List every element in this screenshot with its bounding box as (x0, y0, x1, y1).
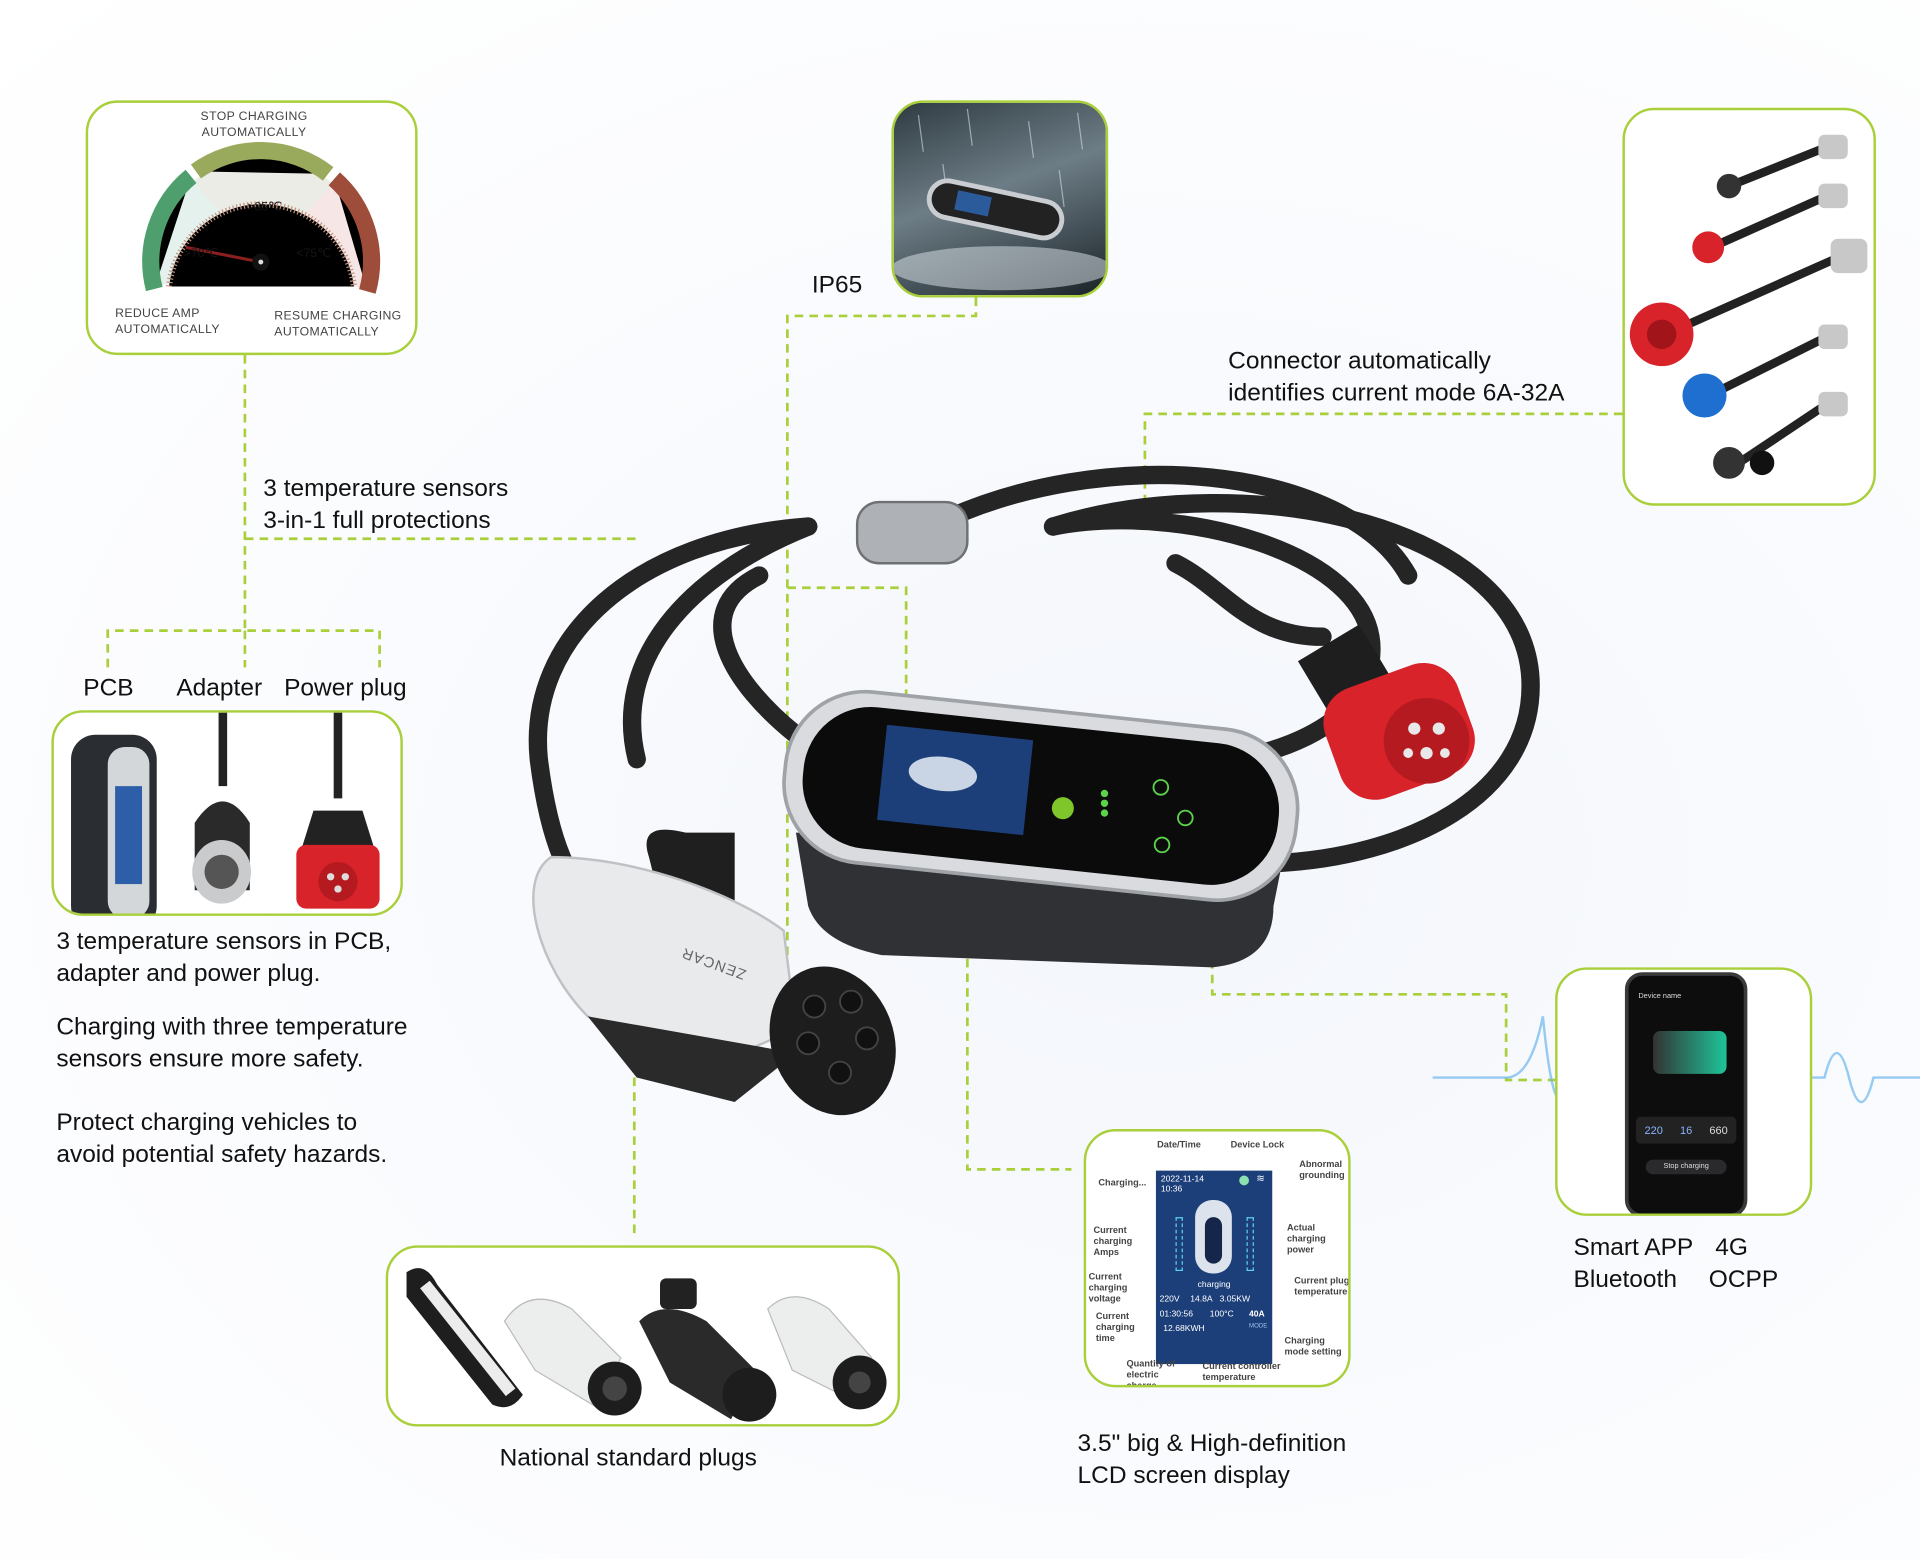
callout-charging-power: Actual charging power (1286, 1222, 1326, 1256)
lcd-power: 3.05KW (1219, 1295, 1251, 1305)
stat-voltage: 220 (1644, 1124, 1663, 1137)
cable (528, 465, 1540, 891)
label-power-plug: Power plug (284, 674, 407, 702)
callout-charging-voltage: Current charging voltage (1088, 1271, 1128, 1305)
car-image (1653, 1031, 1727, 1074)
type2-ev-connector-icon (532, 829, 896, 1116)
gauge-zone-right: <75℃ (296, 247, 331, 261)
lcd-screen: 2022-11-14 10:36 ≋ charging 220V 14.8A 3… (1155, 1170, 1273, 1365)
ip65-rain-image (891, 100, 1109, 298)
label-pcb: PCB (83, 674, 134, 702)
lcd-energy: 12.68KWH (1163, 1324, 1205, 1334)
sensors-text: 3 temperature sensors 3-in-1 full protec… (263, 473, 508, 537)
gauge-top-label-line: AUTOMATICALLY (201, 126, 307, 140)
gauge-left-label-line: REDUCE AMP (115, 307, 200, 321)
description-line: avoid potential safety hazards. (56, 1141, 388, 1169)
callout-charging-amps: Current charging Amps (1093, 1224, 1133, 1258)
stat-current: 16 (1679, 1124, 1693, 1137)
standard-plugs-icon (406, 1268, 887, 1422)
description-line: adapter and power plug. (56, 960, 321, 987)
lcd-amps: 14.8A (1190, 1295, 1213, 1305)
gauge-zone-top: >85℃ (247, 200, 282, 215)
description-line: 3 temperature sensors in PCB, (56, 928, 392, 956)
app-screen-title: Device name (1638, 993, 1682, 1001)
callout-charging: Charging... (1098, 1176, 1147, 1188)
caption-smart-app: Smart APP (1573, 1234, 1694, 1262)
sensor-parts-icon (71, 712, 380, 914)
label-adapter: Adapter (176, 674, 263, 702)
callout-date-time: Date/Time (1157, 1138, 1201, 1150)
callout-device-lock: Device Lock (1230, 1138, 1285, 1150)
description-p2: Charging with three temperature sensors … (56, 1011, 407, 1075)
callout-plug-temperature: Current plug temperature (1294, 1274, 1350, 1297)
connector-graphic (1195, 1200, 1232, 1274)
lcd-date: 2022-11-14 (1160, 1175, 1205, 1185)
wifi-grounding-icon: ≋ (1256, 1173, 1265, 1185)
lcd-time: 10:36 (1160, 1185, 1183, 1194)
lcd-elapsed: 01:30:56 (1159, 1310, 1193, 1319)
connector-adapters-panel (1622, 107, 1876, 506)
gauge-top-label: STOP CHARGING AUTOMATICALLY (88, 109, 415, 141)
callout-mode-setting: Charging mode setting (1284, 1334, 1342, 1357)
connector-text-line: identifies current mode 6A-32A (1228, 379, 1565, 407)
callout-controller-temperature: Current controller temperature (1202, 1360, 1281, 1383)
gauge-left-label: REDUCE AMP AUTOMATICALLY (115, 306, 220, 338)
amps-bar (1175, 1217, 1183, 1272)
rain-drops-icon (893, 108, 1106, 291)
gauge-right-label-line: RESUME CHARGING (274, 309, 402, 324)
lcd-mode-label: MODE (1248, 1322, 1268, 1330)
smart-app-panel: Device name 220 16 660 Stop charging (1555, 967, 1813, 1216)
gauge-dial-icon (142, 142, 381, 294)
control-box (782, 689, 1300, 968)
stop-charging-button[interactable]: Stop charging (1645, 1159, 1727, 1175)
temperature-gauge-panel: STOP CHARGING AUTOMATICALLY >85℃ >70℃ <7… (85, 100, 418, 356)
description-line: Charging with three temperature (56, 1013, 408, 1041)
app-stats: 220 16 660 (1635, 1116, 1737, 1144)
sensors-text-line: 3 temperature sensors (263, 475, 509, 503)
gauge-right-label-line: AUTOMATICALLY (274, 325, 380, 340)
power-bar (1246, 1217, 1254, 1272)
lcd-caption-line: 3.5" big & High-definition (1077, 1430, 1347, 1458)
callout-abnormal-grounding: Abnormal grounding (1299, 1158, 1345, 1181)
lcd-mode-value: 40A (1248, 1310, 1265, 1319)
description-line: sensors ensure more safety. (56, 1045, 364, 1073)
sensor-locations-panel (51, 710, 403, 916)
phone-mockup: Device name 220 16 660 Stop charging (1624, 972, 1748, 1214)
caption-4g: 4G (1715, 1234, 1748, 1262)
device-lock-icon (1239, 1175, 1249, 1186)
lcd-temp: 100°C (1209, 1310, 1234, 1319)
lcd-caption: 3.5" big & High-definition LCD screen di… (1078, 1428, 1347, 1492)
gauge-left-label-line: AUTOMATICALLY (115, 323, 220, 337)
red-industrial-plug-icon (1297, 624, 1475, 800)
lcd-screen-panel: 2022-11-14 10:36 ≋ charging 220V 14.8A 3… (1083, 1128, 1351, 1388)
gauge-top-label-line: STOP CHARGING (200, 110, 308, 124)
description-line: Protect charging vehicles to (56, 1109, 358, 1137)
lcd-status: charging (1197, 1280, 1231, 1290)
connector-text: Connector automatically identifies curre… (1228, 345, 1564, 409)
caption-bluetooth: Bluetooth (1573, 1266, 1677, 1294)
gauge-zone-left: >70℃ (183, 247, 219, 261)
callout-charging-time: Current charging time (1095, 1310, 1135, 1344)
stat-power: 660 (1709, 1124, 1728, 1137)
adapter-plugs-icon (1629, 134, 1868, 479)
cable-ring-connector (855, 500, 969, 565)
description-p1: 3 temperature sensors in PCB, adapter an… (56, 926, 391, 990)
caption-ocpp: OCPP (1708, 1266, 1779, 1294)
app-caption: Smart APP 4G Bluetooth OCPP (1573, 1232, 1778, 1296)
description-p3: Protect charging vehicles to avoid poten… (56, 1107, 387, 1171)
gauge-right-label: RESUME CHARGING AUTOMATICALLY (274, 309, 401, 341)
callout-electric-charge: Quantity of electric charge (1126, 1357, 1176, 1388)
national-plugs-panel (385, 1245, 901, 1427)
sensors-text-line: 3-in-1 full protections (263, 506, 491, 534)
ip65-label: IP65 (811, 271, 863, 299)
national-plugs-label: National standard plugs (499, 1444, 757, 1472)
connector-text-line: Connector automatically (1228, 347, 1491, 375)
lcd-caption-line: LCD screen display (1077, 1462, 1290, 1489)
lcd-voltage: 220V (1159, 1295, 1180, 1305)
